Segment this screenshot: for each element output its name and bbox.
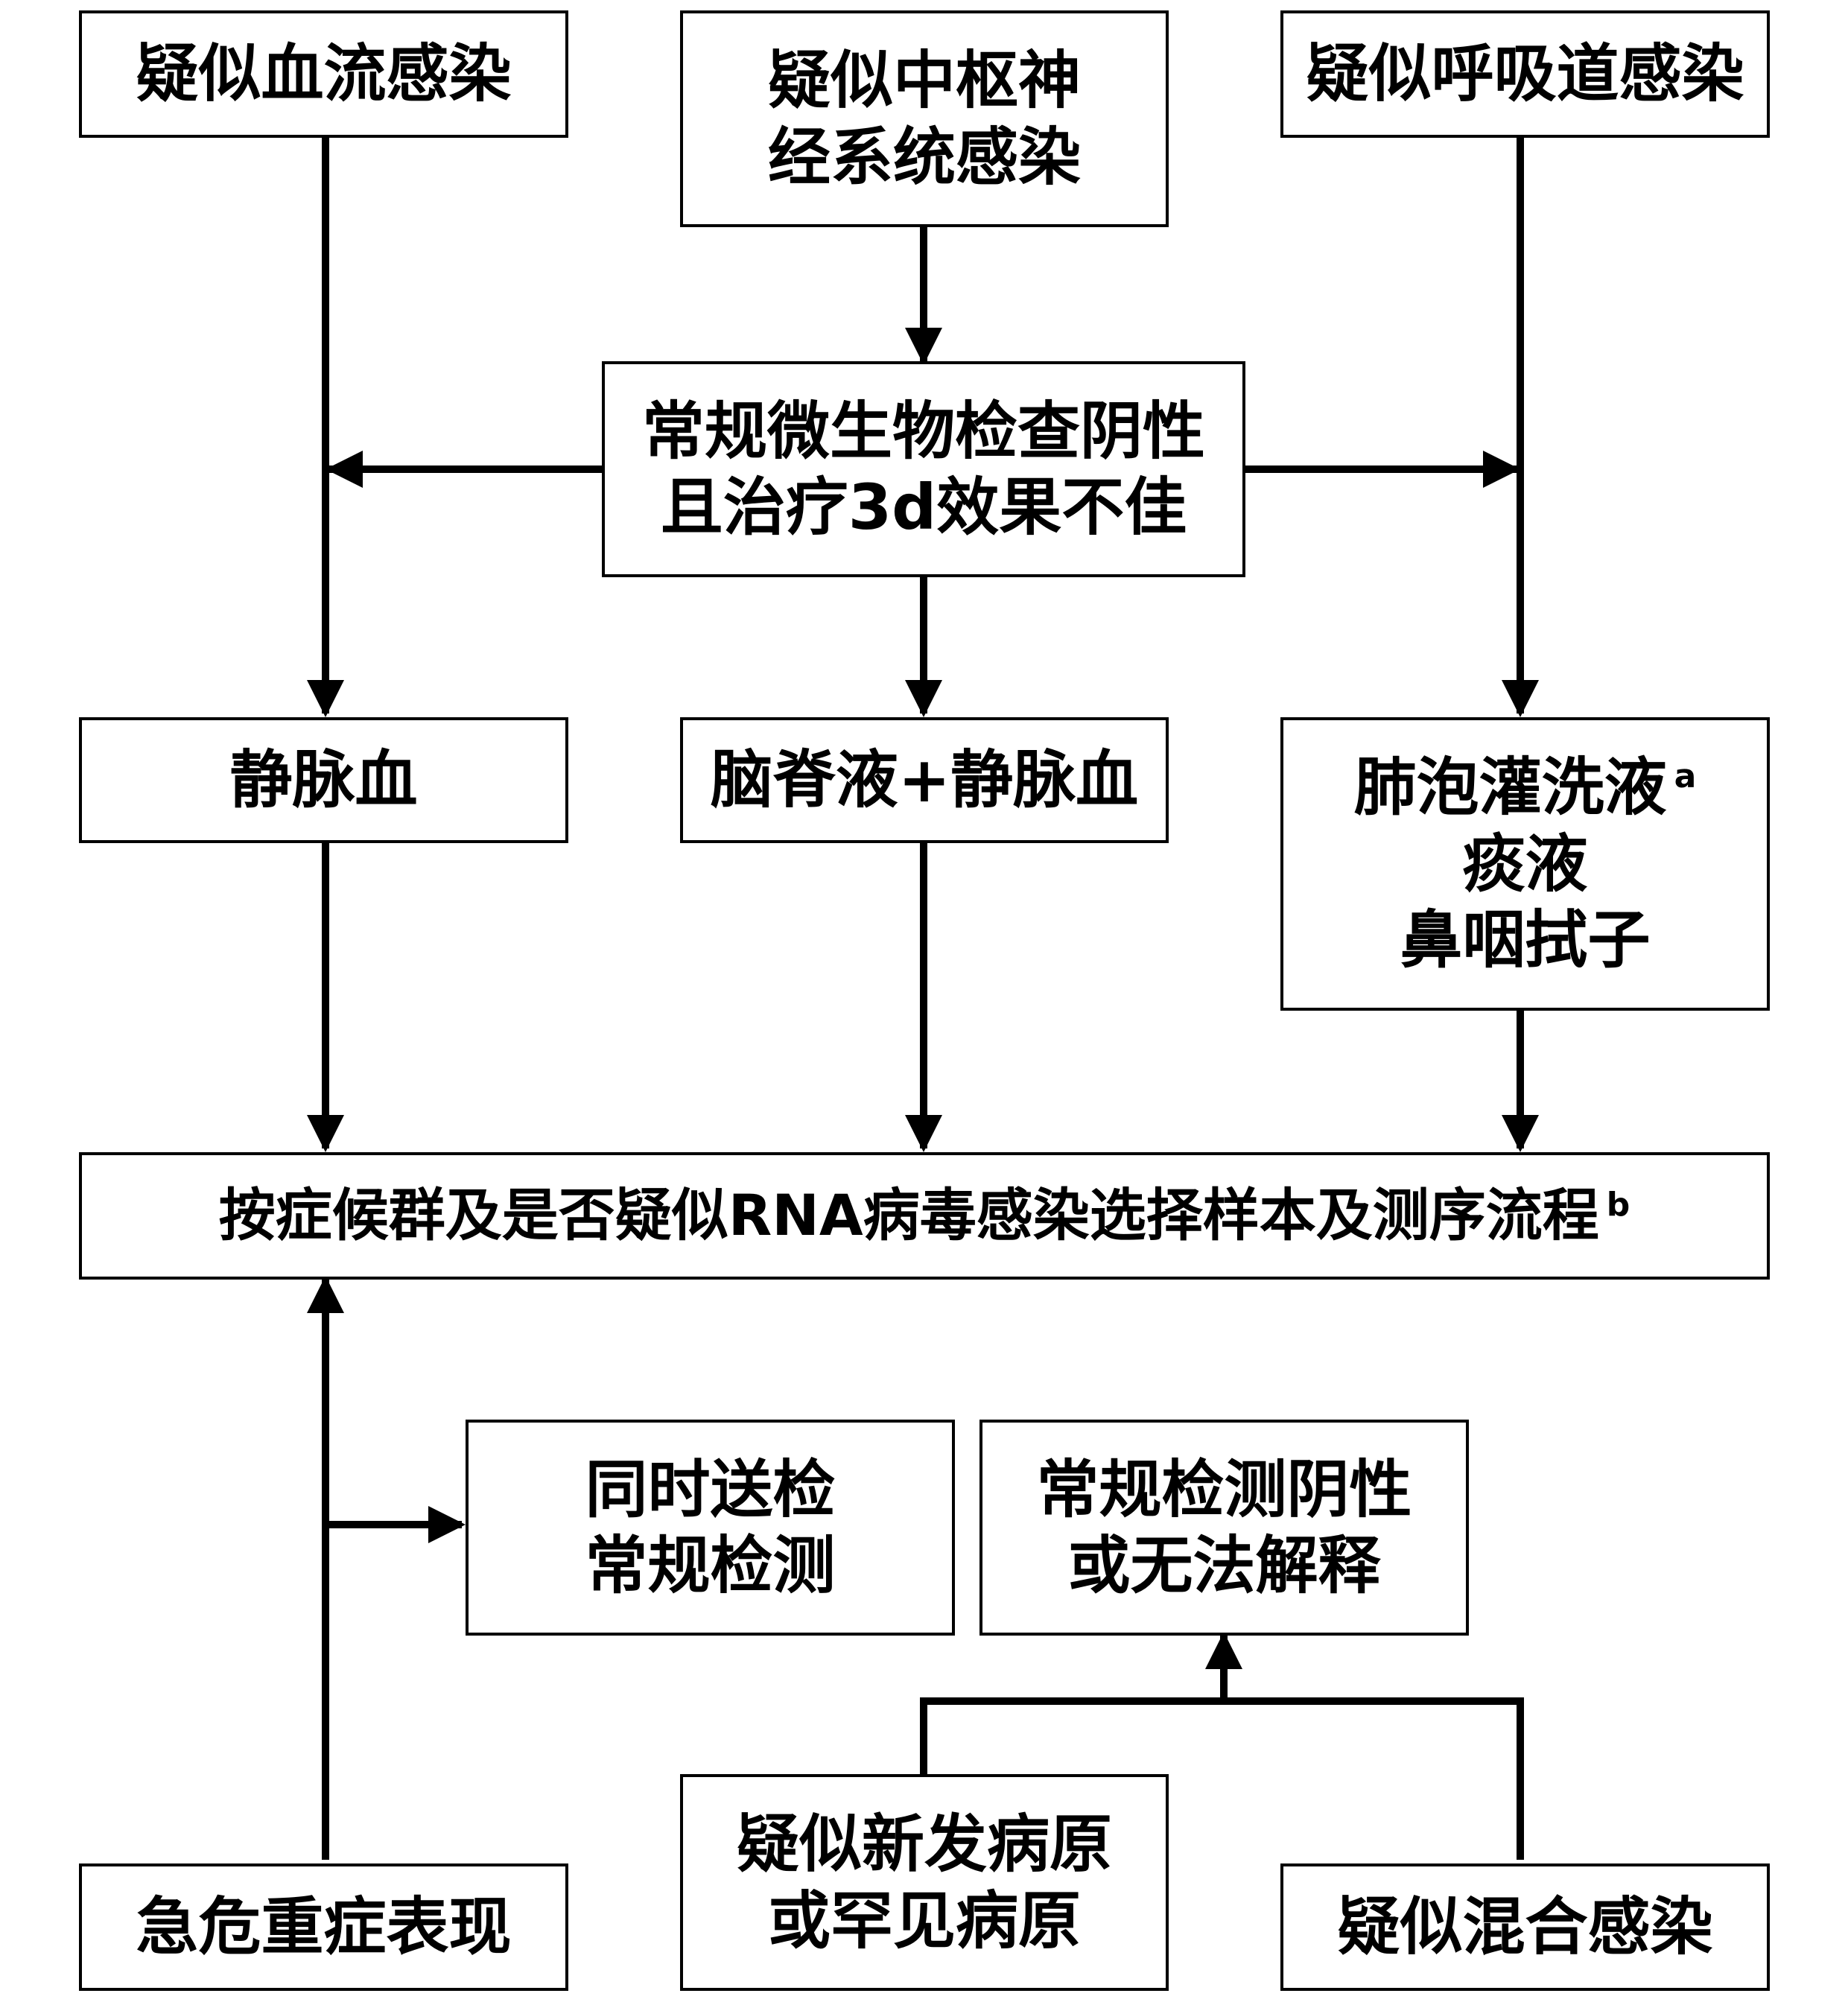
cns-label-line1: 疑似中枢神 <box>767 44 1081 118</box>
bloodstream-label: 疑似血流感染 <box>136 37 512 111</box>
venous-blood-box: 静脉血 <box>79 717 568 843</box>
unexplained-box: 常规检测阴性 或无法解释 <box>979 1420 1469 1636</box>
footnote-a: a <box>1674 757 1697 796</box>
novel-pathogen-box: 疑似新发病原 或罕见病原 <box>680 1774 1169 1991</box>
footnote-b: b <box>1606 1185 1631 1224</box>
critical-label: 急危重症表现 <box>136 1890 512 1964</box>
bloodstream-box: 疑似血流感染 <box>79 10 568 138</box>
swab-label: 鼻咽拭子 <box>1400 903 1651 977</box>
venous-blood-label: 静脉血 <box>229 743 418 817</box>
sputum-label: 痰液 <box>1462 827 1588 900</box>
critical-box: 急危重症表现 <box>79 1863 568 1991</box>
respiratory-label: 疑似呼吸道感染 <box>1306 37 1744 111</box>
routine-negative-box: 常规微生物检查阴性 且治疗3d效果不佳 <box>602 361 1245 577</box>
concurrent-line1: 同时送检 <box>585 1452 836 1526</box>
concurrent-test-box: 同时送检 常规检测 <box>466 1420 955 1636</box>
concurrent-line2: 常规检测 <box>585 1529 836 1602</box>
cns-label-line2: 经系统感染 <box>767 120 1081 194</box>
mixed-label: 疑似混合感染 <box>1337 1890 1713 1964</box>
mixed-infection-box: 疑似混合感染 <box>1280 1863 1770 1991</box>
unexplained-line2: 或无法解释 <box>1067 1529 1381 1602</box>
respiratory-box: 疑似呼吸道感染 <box>1280 10 1770 138</box>
unexplained-line1: 常规检测阴性 <box>1036 1452 1412 1526</box>
cns-box: 疑似中枢神 经系统感染 <box>680 10 1169 227</box>
routine-negative-line2: 且治疗3d效果不佳 <box>660 471 1187 544</box>
csf-blood-box: 脑脊液+静脉血 <box>680 717 1169 843</box>
routine-negative-line1: 常规微生物检查阴性 <box>641 394 1205 468</box>
novel-line1: 疑似新发病原 <box>736 1808 1112 1881</box>
csf-blood-label: 脑脊液+静脉血 <box>710 743 1139 817</box>
novel-line2: 或罕见病原 <box>767 1884 1081 1957</box>
